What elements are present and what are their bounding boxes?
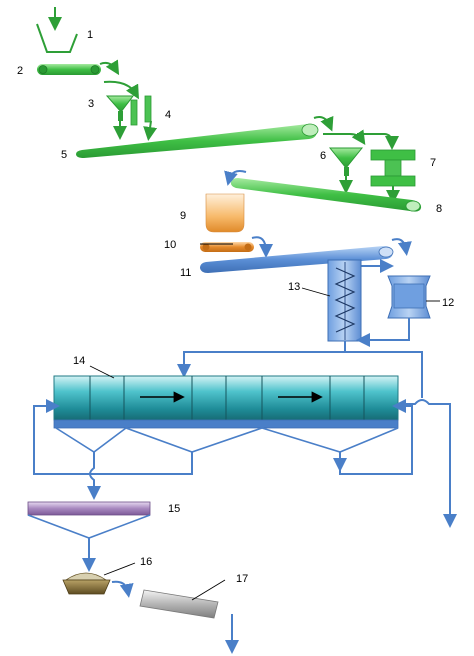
flow-arrow-2-4 [103, 80, 139, 100]
flow-arrow-5-6 [313, 115, 334, 132]
flow-arrow-to-7 [357, 133, 399, 150]
label-8: 8 [436, 203, 442, 215]
label-1: 1 [87, 29, 93, 41]
dryer-17 [139, 589, 219, 619]
flow-arrow-5-7 [323, 129, 366, 145]
tank-9 [205, 193, 245, 233]
conveyor-5 [76, 123, 319, 158]
mixer-13 [327, 259, 362, 342]
conveyor-8 [230, 178, 422, 212]
trough-hoppers [55, 427, 399, 453]
conveyor-11 [200, 246, 394, 273]
label-9: 9 [180, 210, 186, 222]
filter-15 [27, 501, 151, 572]
feed-hopper-1 [36, 23, 78, 53]
flow-arrow-11-out [391, 238, 412, 256]
label-11: 11 [180, 267, 191, 279]
conveyor-10 [200, 242, 254, 252]
label-3: 3 [88, 98, 94, 110]
label-17: 17 [236, 573, 248, 585]
plates-4 [130, 95, 158, 141]
pipe-recycle-left [33, 399, 193, 475]
flow-arrow-16-17 [111, 580, 134, 598]
funnel-3 [105, 95, 134, 140]
pipe-13-14 [177, 341, 346, 378]
label-6: 6 [320, 150, 326, 162]
label-12: 12 [442, 297, 454, 309]
flow-arrow-8-9 [224, 170, 247, 186]
label-7: 7 [430, 157, 436, 169]
label-14: 14 [73, 355, 85, 367]
label-15: 15 [168, 503, 180, 515]
pump-12 [387, 275, 431, 319]
conveyor-2 [37, 64, 101, 75]
leader-lines [89, 243, 440, 601]
label-13: 13 [288, 281, 300, 293]
pipe-to-15 [87, 452, 101, 500]
pipe-12-13 [356, 318, 410, 347]
pipe-return-top [345, 351, 423, 398]
roller-mill-7 [370, 149, 416, 204]
label-2: 2 [17, 65, 23, 77]
tray-16 [62, 572, 111, 595]
flow-arrow-10-11 [251, 236, 273, 258]
label-4: 4 [165, 109, 171, 121]
funnel-6 [328, 147, 364, 194]
trough-14 [53, 375, 399, 429]
label-16: 16 [140, 556, 152, 568]
label-5: 5 [61, 149, 67, 161]
pipe-exit-right [398, 399, 457, 528]
flow-arrow-2-3 [99, 59, 120, 76]
label-10: 10 [164, 239, 176, 251]
